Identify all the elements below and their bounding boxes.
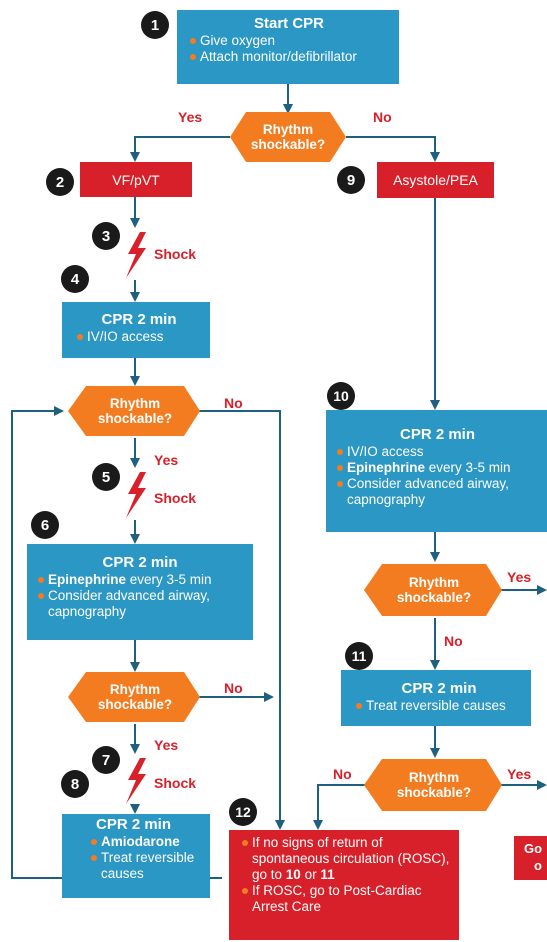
lightning-bolt-icon: [126, 758, 146, 804]
step-number-9: 9: [337, 166, 365, 194]
step-number-2: 2: [46, 168, 74, 196]
cpr-8-title: CPR 2 min: [96, 816, 172, 833]
shock-bolts: [126, 232, 146, 804]
clipped-line-2: o: [534, 858, 542, 873]
step-number-10: 10: [327, 382, 355, 410]
yes-label-4: Yes: [507, 569, 532, 585]
step-number-12: 12: [229, 798, 257, 826]
start-cpr-title: Start CPR: [253, 15, 324, 32]
yes-label-2: Yes: [154, 452, 179, 468]
cpr-8-item-reversible: Treat reversible causes: [88, 850, 204, 882]
lightning-bolt-icon: [126, 472, 146, 518]
no-label-1: No: [373, 109, 392, 125]
start-item-monitor: Attach monitor/defibrillator: [187, 49, 391, 65]
arrow-decision1-yes: [130, 136, 230, 162]
yes-label-5: Yes: [507, 766, 532, 782]
arrow-decision1-no: [346, 136, 440, 162]
yes-label-3: Yes: [154, 737, 179, 753]
cpr-10-item-access: IV/IO access: [334, 444, 541, 460]
no-label-3: No: [224, 680, 243, 696]
cpr-6-item-epinephrine: Epinephrine every 3-5 min: [35, 572, 245, 588]
cpr-box-8: CPR 2 min Amiodarone Treat reversible ca…: [62, 814, 210, 898]
step-number-3: 3: [92, 222, 120, 250]
decision-diamond-1: [230, 112, 346, 162]
asystole-pea-box: Asystole/PEA: [377, 162, 494, 198]
decision-diamond-3: [68, 672, 200, 722]
decision-diamonds: [68, 112, 502, 811]
arrow-decision2-no: [196, 410, 285, 830]
step-number-8: 8: [61, 770, 89, 798]
cpr-box-4: CPR 2 min IV/IO access: [62, 302, 210, 358]
cpr-10-item-epinephrine: Epinephrine every 3-5 min: [334, 460, 541, 476]
cpr-10-title: CPR 2 min: [399, 426, 475, 443]
box-12-item-no-rosc: If no signs of return of spontaneous cir…: [239, 835, 453, 883]
cpr-4-item-access: IV/IO access: [74, 329, 204, 345]
cpr-box-11: CPR 2 min Treat reversible causes: [341, 670, 531, 726]
cpr-6-item-airway: Consider advanced airway, capnography: [35, 588, 245, 620]
cpr-box-6: CPR 2 min Epinephrine every 3-5 min Cons…: [27, 544, 253, 640]
box-12-item-rosc: If ROSC, go to Post-Cardiac Arrest Care: [239, 883, 453, 915]
vf-pvt-box: VF/pVT: [80, 162, 192, 197]
decision-diamond-5: [364, 759, 502, 811]
cpr-10-item-airway: Consider advanced airway, capnography: [334, 476, 541, 508]
no-label-4: No: [444, 633, 463, 649]
step-number-11: 11: [345, 642, 373, 670]
cpr-11-item-reversible: Treat reversible causes: [353, 698, 525, 714]
step-number-1: 1: [141, 11, 169, 39]
cpr-4-title: CPR 2 min: [101, 311, 177, 328]
cpr-6-title: CPR 2 min: [102, 554, 178, 571]
arrow-cpr8-loop: [11, 406, 64, 879]
cpr-11-title: CPR 2 min: [401, 680, 477, 697]
arrow-decision5-no: [313, 784, 376, 830]
shock-label-2: Shock: [154, 490, 197, 506]
clipped-line-1: Go: [524, 841, 543, 856]
shock-label-1: Shock: [154, 246, 197, 262]
yes-label-1: Yes: [178, 109, 203, 125]
step-number-5: 5: [92, 463, 120, 491]
connector-lines: [11, 84, 547, 879]
decision-diamond-2: [68, 386, 200, 436]
decision-diamond-4: [364, 564, 502, 616]
no-label-5: No: [333, 766, 352, 782]
no-label-2: No: [224, 395, 243, 411]
start-cpr-box: Start CPR Give oxygen Attach monitor/def…: [177, 10, 399, 84]
cpr-box-10: CPR 2 min IV/IO access Epinephrine every…: [326, 410, 547, 532]
start-item-oxygen: Give oxygen: [187, 33, 391, 49]
step-number-6: 6: [31, 511, 59, 539]
lightning-bolt-icon: [126, 232, 146, 278]
step-number-4: 4: [61, 265, 89, 293]
step-number-7: 7: [92, 746, 120, 774]
cpr-8-item-amiodarone: Amiodarone: [88, 834, 204, 850]
shock-label-3: Shock: [154, 775, 197, 791]
clipped-right-box: Go o: [514, 836, 547, 880]
rosc-box-12: If no signs of return of spontaneous cir…: [229, 830, 459, 940]
